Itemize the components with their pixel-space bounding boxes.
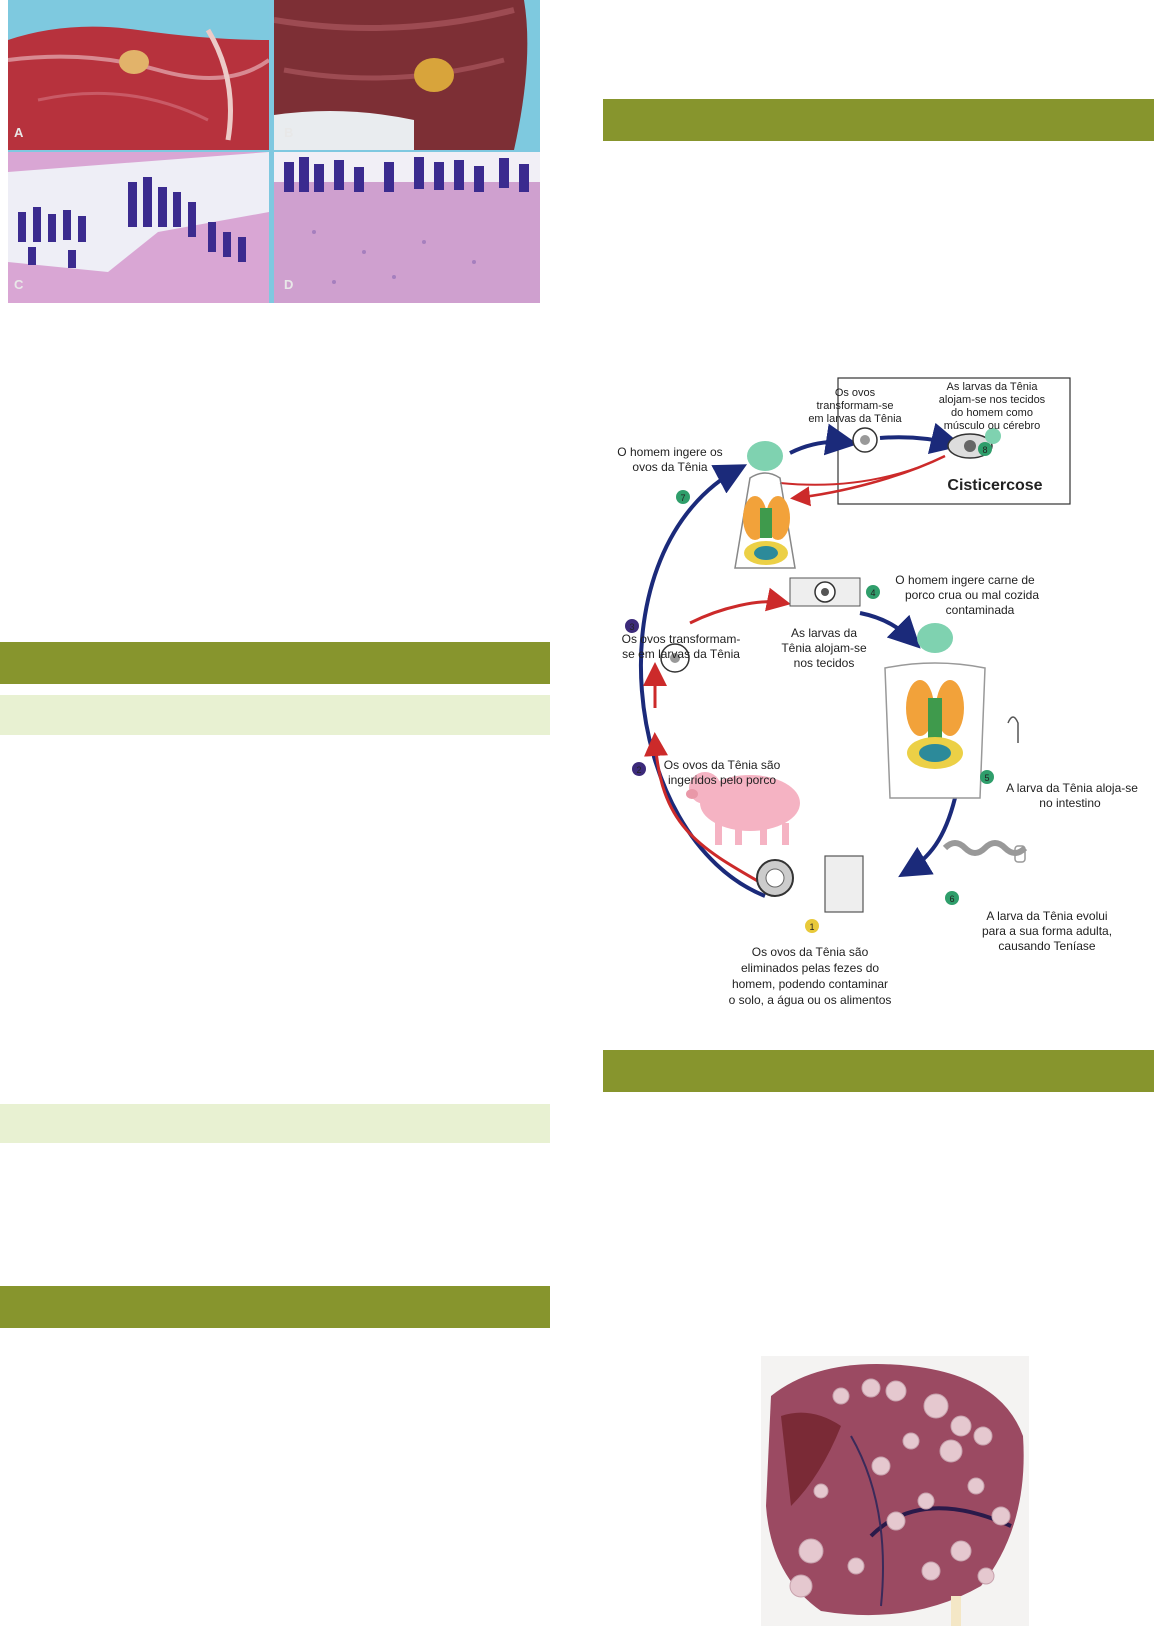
step2-line-2: ingeridos pelo porco	[668, 773, 776, 787]
adult-tapeworm	[942, 716, 1028, 863]
section-header-bar-2	[0, 1286, 550, 1328]
section-subheader-bar-1	[0, 695, 550, 735]
step6-line-2: para a sua forma adulta,	[982, 924, 1112, 938]
egg-and-proglottid	[756, 855, 864, 913]
meat-image-b	[274, 0, 540, 150]
box-right-line-2: alojam-se nos tecidos	[939, 394, 1046, 406]
step7-line-2: ovos da Tênia	[632, 460, 707, 474]
histology-image-c	[8, 152, 269, 303]
pig-illustration	[686, 772, 800, 845]
histology-image-d	[274, 152, 540, 303]
box-left-line-3: em larvas da Tênia	[808, 413, 902, 425]
box-right-line-3: do homem como	[951, 407, 1033, 419]
photo-letter-a: A	[14, 125, 24, 140]
heart-image	[761, 1356, 1029, 1626]
cyst-in-box	[947, 428, 1001, 459]
box-left-line-1: Os ovos	[835, 387, 876, 399]
photo-a-meat: A	[8, 0, 269, 150]
middle-label-line-1: As larvas da	[791, 626, 857, 640]
cisticercose-title: Cisticercose	[947, 477, 1042, 494]
badge-3: 3	[629, 622, 634, 632]
meat-histology-photo-panel: A B C	[8, 0, 540, 303]
middle-label-line-2: Tênia alojam-se	[781, 641, 867, 655]
middle-label-line-3: nos tecidos	[794, 656, 855, 670]
badge-6: 6	[949, 894, 954, 904]
step1-line-4: o solo, a água ou os alimentos	[729, 993, 892, 1007]
svg-text:Os ovos transformam-se em larv: Os ovos transformam-se em larvas da Têni…	[622, 632, 741, 661]
photo-d-histology: D	[274, 152, 540, 303]
step5-line-2: no intestino	[1039, 796, 1101, 810]
photo-letter-c: C	[14, 277, 24, 292]
step1-line-1: Os ovos da Tênia são	[752, 945, 869, 959]
step4-line-3: contaminada	[946, 603, 1015, 617]
badge-7: 7	[680, 493, 685, 503]
photo-letter-d: D	[284, 277, 294, 292]
step4-line-1: O homem ingere carne de	[895, 573, 1035, 587]
step6-line-3: causando Teníase	[998, 939, 1096, 953]
badge-5: 5	[984, 773, 989, 783]
egg-to-larva-in-box	[852, 427, 878, 453]
section-header-bar-3	[603, 99, 1154, 141]
badge-1: 1	[809, 922, 814, 932]
step3-line-2: se em larvas da Tênia	[622, 647, 740, 661]
life-cycle-svg: 7 8 4 3 2 5 6 1 Os ovostransformam-seem …	[617, 377, 1138, 1007]
photo-b-meat: B	[274, 0, 540, 150]
badge-2: 2	[636, 765, 641, 775]
badge-8: 8	[982, 445, 987, 455]
larva-circle-left	[660, 643, 690, 673]
box-right-line-1: As larvas da Tênia	[947, 381, 1039, 393]
step5-line-1: A larva da Tênia aloja-se	[1006, 781, 1138, 795]
badge-4: 4	[870, 588, 875, 598]
step1-line-3: homem, podendo contaminar	[732, 977, 888, 991]
heart-cysts-photo	[761, 1356, 1029, 1626]
section-subheader-bar-2	[0, 1104, 550, 1143]
step6-line-1: A larva da Tênia evolui	[986, 909, 1107, 923]
section-header-bar-4	[603, 1050, 1154, 1092]
box-right-line-4: músculo ou cérebro	[944, 420, 1041, 432]
meat-image-a	[8, 0, 269, 150]
step3-line-1: Os ovos transformam-	[622, 632, 741, 646]
step7-line-1: O homem ingere os	[617, 445, 722, 459]
step2-line-1: Os ovos da Tênia são	[664, 758, 781, 772]
photo-letter-b: B	[284, 125, 294, 140]
section-header-bar-1	[0, 642, 550, 684]
step1-line-2: eliminados pelas fezes do	[741, 961, 879, 975]
tissue-larva-middle	[789, 577, 861, 607]
step-badges: 7 8 4 3 2 5 6 1	[625, 442, 994, 933]
human-figure-right	[884, 623, 986, 799]
human-figure-top	[734, 441, 796, 569]
box-left-line-2: transformam-se	[816, 400, 893, 412]
photo-c-histology: C	[8, 152, 269, 303]
step4-line-2: porco crua ou mal cozida	[905, 588, 1039, 602]
